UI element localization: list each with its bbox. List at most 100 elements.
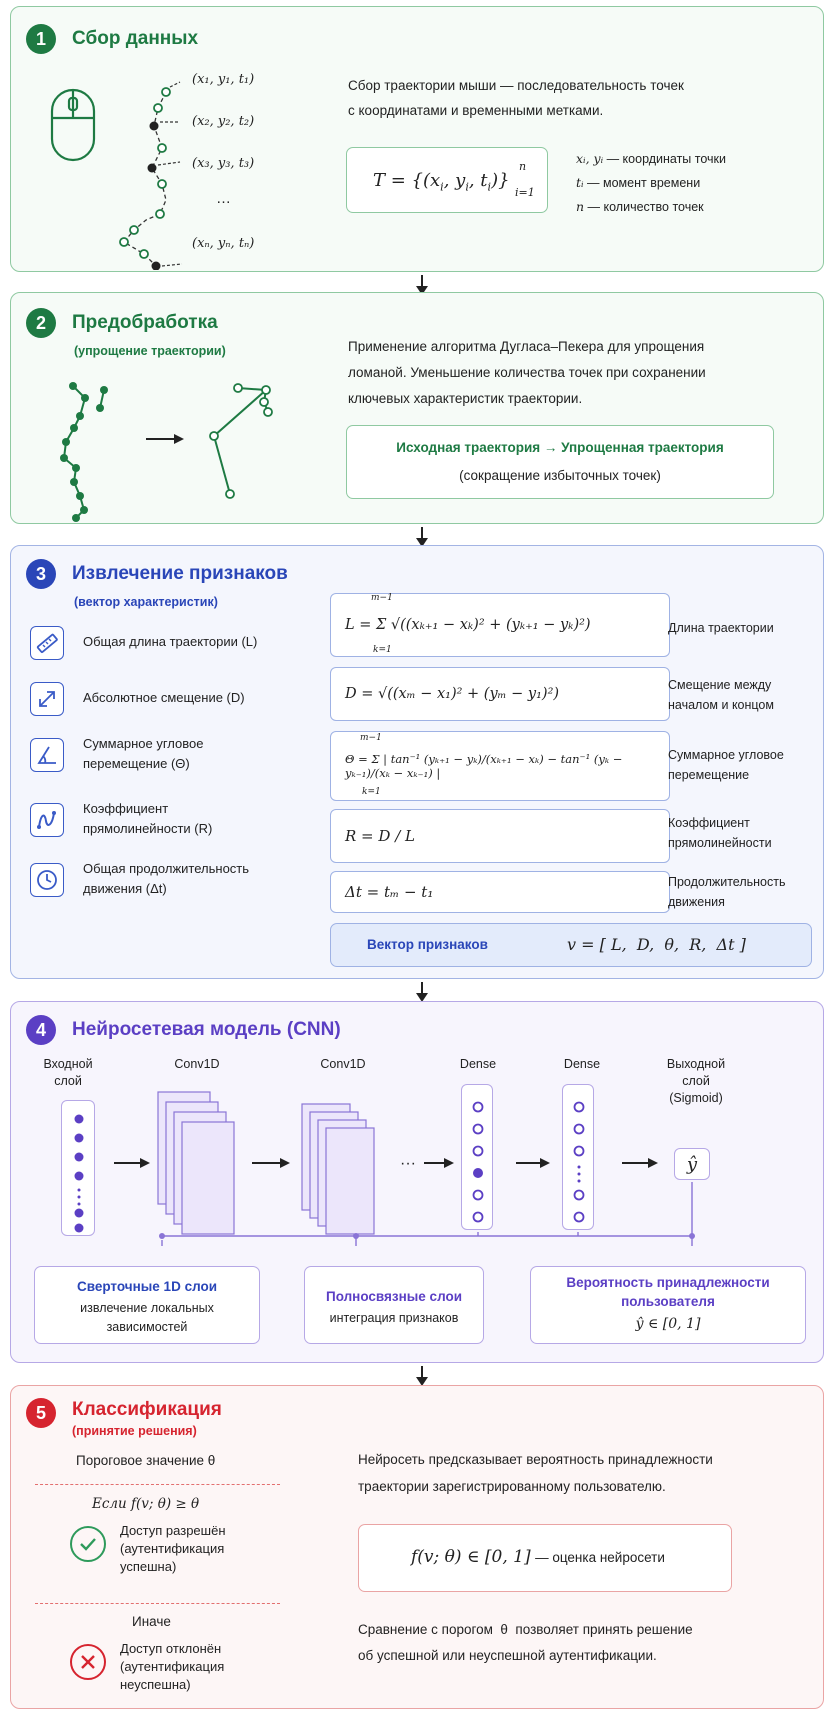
condition-if: Если f(v; θ) ≥ θ <box>92 1496 200 1512</box>
s5-description-line2: траектории зарегистрированному пользоват… <box>358 1479 666 1494</box>
dense-layers-title: Полносвязные слои <box>325 1289 463 1304</box>
conv-layers-text-line2: зависимостей <box>106 1320 188 1334</box>
s5-description-line1: Нейросеть предсказывает вероятность прин… <box>358 1452 713 1467</box>
nn-score-box: f(v; θ) ∈ [0, 1] — оценка нейросети <box>358 1524 732 1592</box>
nn-score-formula: f(v; θ) ∈ [0, 1] — оценка нейросети <box>411 1547 665 1567</box>
section-subtitle-2: (упрощение траектории) <box>74 344 226 358</box>
formula-angular: Θ = Σ | tan⁻¹ (yₖ₊₁ − yₖ)/(xₖ₊₁ − xₖ) − … <box>345 752 623 780</box>
section-subtitle-5: (принятие решения) <box>72 1424 197 1438</box>
feature-name-duration-line1: Общая продолжительность <box>83 861 250 876</box>
clock-icon <box>30 863 64 897</box>
input-layer-column <box>61 1100 95 1236</box>
layer-label-dense1: Dense <box>459 1057 497 1071</box>
angle-icon <box>30 738 64 772</box>
conv-layers-title: Сверточные 1D слои <box>76 1279 218 1294</box>
formula-angular-upper: m−1 <box>360 733 382 743</box>
section-subtitle-3: (вектор характеристик) <box>74 595 218 609</box>
formula-label-displacement-line1: Смещение между <box>668 678 772 692</box>
ruler-icon <box>30 626 64 660</box>
formula-duration: Δt = tₘ − t₁ <box>345 883 434 901</box>
formula-box-straightness: R = D / L <box>330 809 670 863</box>
simplification-box-subtitle: (сокращение избыточных точек) <box>459 468 661 483</box>
step-number-1: 1 <box>26 24 56 54</box>
cross-icon <box>70 1644 106 1680</box>
flow-arrow-4 <box>416 1366 428 1386</box>
divider-2 <box>35 1603 280 1604</box>
trajectory-formula: T = {(xi, yi, ti)} <box>373 170 510 194</box>
feature-name-length: Общая длина траектории (L) <box>83 634 258 649</box>
formula-label-duration-line1: Продолжительность <box>668 875 786 889</box>
simplification-box-title: Исходная траектория → Упрощенная траекто… <box>396 440 724 455</box>
step-number-4: 4 <box>26 1015 56 1045</box>
step-number-2: 2 <box>26 308 56 338</box>
conv-layers-box: Сверточные 1D слои извлечение локальных … <box>34 1266 260 1344</box>
formula-length: L = Σ √((xₖ₊₁ − xₖ)² + (yₖ₊₁ − yₖ)²) <box>345 617 591 633</box>
s5-conclusion-line1: Сравнение с порогом θ позволяет принять … <box>358 1622 693 1637</box>
mouse-trajectory-illustration <box>50 81 183 270</box>
conv-layers-text-line1: извлечение локальных <box>80 1301 214 1315</box>
feature-name-angular-line1: Суммарное угловое <box>83 736 204 751</box>
section-title-2: Предобработка <box>72 312 218 333</box>
legend-item-time: tᵢ — момент времени <box>576 175 701 190</box>
panel-data-collection <box>10 6 824 272</box>
threshold-label: Пороговое значение θ <box>76 1453 216 1468</box>
trajectory-formula-box: T = {(xi, yi, ti)} n i=1 <box>346 147 548 213</box>
formula-box-length: L = Σ √((xₖ₊₁ − xₖ)² + (yₖ₊₁ − yₖ)²) <box>330 593 670 657</box>
simplification-box: Исходная траектория → Упрощенная траекто… <box>346 425 774 499</box>
formula-lower-index: i=1 <box>515 186 535 199</box>
output-node: ŷ <box>674 1148 710 1180</box>
formula-label-straightness-line2: прямолинейности <box>668 836 772 850</box>
formula-label-displacement-line2: началом и концом <box>668 698 774 712</box>
formula-length-upper: m−1 <box>371 593 393 603</box>
diagonal-arrows-icon <box>30 682 64 716</box>
flow-arrow-3 <box>416 982 428 1002</box>
check-icon <box>70 1526 106 1562</box>
feature-name-straightness-line2: прямолинейности (R) <box>83 821 213 836</box>
section-title-3: Извлечение признаков <box>72 563 288 584</box>
probability-title-line2: пользователя <box>621 1294 715 1309</box>
dense-layer-1-column <box>461 1084 493 1230</box>
probability-box: Вероятность принадлежности пользователя … <box>530 1266 806 1344</box>
dense-layers-box: Полносвязные слои интеграция признаков <box>304 1266 484 1344</box>
probability-range: ŷ ∈ [0, 1] <box>635 1316 701 1332</box>
point-label-n: (xₙ, yₙ, tₙ) <box>192 236 255 251</box>
formula-label-angular-line1: Суммарное угловое <box>668 748 784 762</box>
point-ellipsis: … <box>216 190 231 207</box>
mouse-icon <box>50 88 96 162</box>
feature-vector-label: Вектор признаков <box>367 937 488 952</box>
formula-box-displacement: D = √((xₘ − x₁)² + (yₘ − y₁)²) <box>330 667 670 721</box>
layer-label-conv2: Conv1D <box>320 1057 366 1071</box>
formula-label-angular-line2: перемещение <box>668 768 750 782</box>
flow-arrow-1 <box>416 275 428 295</box>
divider-1 <box>35 1484 280 1485</box>
curve-icon <box>30 803 64 837</box>
feature-name-straightness-line1: Коэффициент <box>83 801 169 816</box>
section-title-1: Сбор данных <box>72 28 199 49</box>
formula-box-angular: Θ = Σ | tan⁻¹ (yₖ₊₁ − yₖ)/(xₖ₊₁ − xₖ) − … <box>330 731 670 801</box>
formula-label-length: Длина траектории <box>668 621 774 635</box>
s1-description-line2: с координатами и временными метками. <box>348 103 604 118</box>
s2-description-line1: Применение алгоритма Дугласа–Пекера для … <box>348 339 705 354</box>
section-title-4: Нейросетевая модель (CNN) <box>72 1019 341 1040</box>
formula-upper-index: n <box>519 160 527 173</box>
feature-vector-formula: v = [ L, D, θ, R, Δt ] <box>567 935 746 954</box>
s5-conclusion-line2: об успешной или неуспешной аутентификаци… <box>358 1648 657 1663</box>
formula-label-straightness-line1: Коэффициент <box>668 816 750 830</box>
point-label-2: (x₂, y₂, t₂) <box>192 114 255 129</box>
formula-length-lower: k=1 <box>373 645 392 655</box>
feature-name-angular-line2: перемещение (Θ) <box>83 756 190 771</box>
formula-label-duration-line2: движения <box>668 895 725 909</box>
feature-name-displacement: Абсолютное смещение (D) <box>83 690 245 705</box>
point-label-3: (x₃, y₃, t₃) <box>192 156 255 171</box>
connector-lines <box>159 1182 695 1246</box>
dense-layers-text: интеграция признаков <box>329 1311 459 1325</box>
formula-straightness: R = D / L <box>345 827 415 845</box>
layer-label-conv1: Conv1D <box>174 1057 220 1071</box>
s2-description-line3: ключевых характеристик траектории. <box>348 391 583 406</box>
feature-vector-box: Вектор признаков v = [ L, D, θ, R, Δt ] <box>330 923 812 967</box>
trajectory-simplification-illustration <box>60 382 273 522</box>
